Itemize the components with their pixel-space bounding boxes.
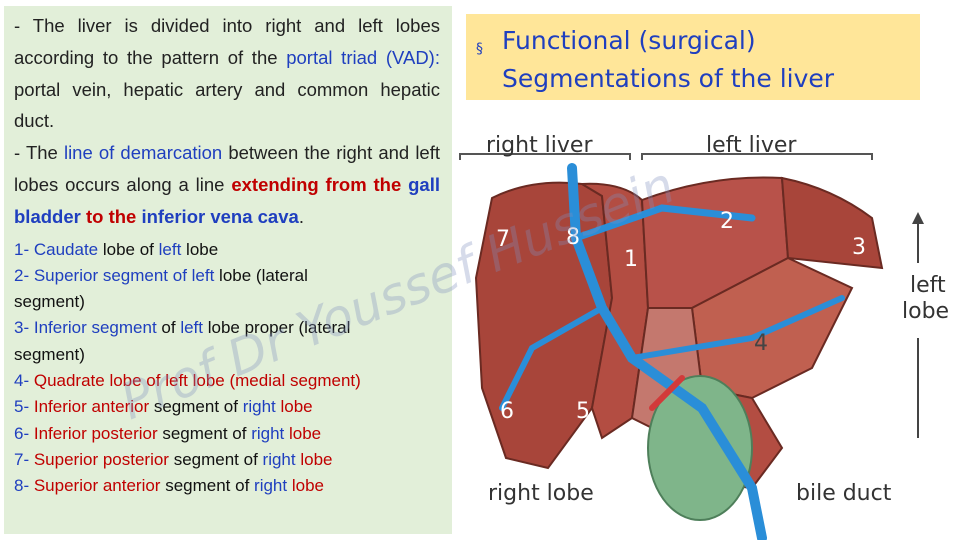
bullet-icon: § [476, 41, 483, 57]
segment-number: 5 [576, 399, 590, 424]
demarcation-term: line of demarcation [63, 142, 223, 164]
liver-segment-diagram: right liver left liver 7 8 1 2 3 4 5 6 l… [459, 133, 949, 540]
hepatic-vein-branch [572, 204, 756, 242]
left-liver-label: left liver [706, 133, 797, 158]
gall-bladder-shape [647, 375, 753, 521]
intro-text: - The [14, 142, 64, 164]
segment-number: 1 [624, 247, 638, 272]
list-item: 5- Inferior anterior segment of right lo… [14, 397, 313, 417]
title-line-1: Functional (surgical) [502, 26, 756, 55]
slide-title: § Functional (surgical) Segmentations of… [466, 14, 920, 100]
intro-highlight: to the [85, 205, 137, 227]
list-item: 1- Caudate lobe of left lobe [14, 239, 219, 259]
segment-7-6-shape [474, 181, 614, 470]
segment-number: 6 [500, 399, 514, 424]
list-item-wrap: segment) [14, 292, 85, 312]
list-item-wrap: segment) [14, 344, 85, 364]
list-item: 7- Superior posterior segment of right l… [14, 449, 333, 469]
intro-text: - The liver is divided into right and le… [14, 15, 440, 68]
left-lobe-label-2: lobe [902, 299, 949, 324]
portal-triad-term: portal triad (VAD): [286, 46, 440, 68]
segment-number: 3 [852, 235, 866, 260]
intro-text: between the right and left lobes occurs … [14, 142, 441, 195]
left-lobe-label-1: left [910, 273, 946, 298]
segment-8-5-shape [578, 182, 650, 440]
segment-number: 8 [566, 225, 580, 250]
segment-list: 1- Caudate lobe of left lobe 2- Superior… [14, 237, 440, 500]
vein-branch-left [629, 295, 845, 361]
right-liver-bracket [459, 153, 631, 160]
intro-text: portal vein, hepatic artery and common h… [14, 78, 440, 132]
text-panel: - The liver is divided into right and le… [4, 6, 452, 534]
intro-paragraph-1: - The liver is divided into right and le… [14, 10, 440, 137]
list-item: 8- Superior anterior segment of right lo… [14, 476, 324, 496]
ivc-term: inferior vena cava [141, 205, 299, 227]
hepatic-artery-shape [649, 375, 685, 411]
left-liver-bracket [641, 153, 873, 160]
segment-number: 7 [496, 227, 510, 252]
intro-paragraph-2: - The line of demarcation between the ri… [14, 137, 440, 232]
segment-3-shape [780, 176, 884, 270]
arrow-up-icon [912, 212, 924, 224]
list-item: 4- Quadrate lobe of left lobe (medial se… [14, 371, 361, 391]
gall-bladder-term: gall bladder [14, 173, 440, 227]
title-line-2: Segmentations of the liver [502, 64, 835, 93]
bile-duct-label: bile duct [796, 481, 892, 506]
list-item: 3- Inferior segment of left lobe proper … [14, 318, 351, 338]
intro-highlight: extending from the [231, 173, 402, 195]
list-item: 2- Superior segment of left lobe (latera… [14, 265, 308, 285]
right-lobe-label: right lobe [488, 481, 594, 506]
right-liver-label: right liver [486, 133, 593, 158]
segment-number: 2 [720, 209, 734, 234]
intro-text: . [298, 205, 304, 227]
vein-branch-right [499, 305, 605, 411]
segment-number: 4 [754, 331, 768, 356]
list-item: 6- Inferior posterior segment of right l… [14, 423, 322, 443]
